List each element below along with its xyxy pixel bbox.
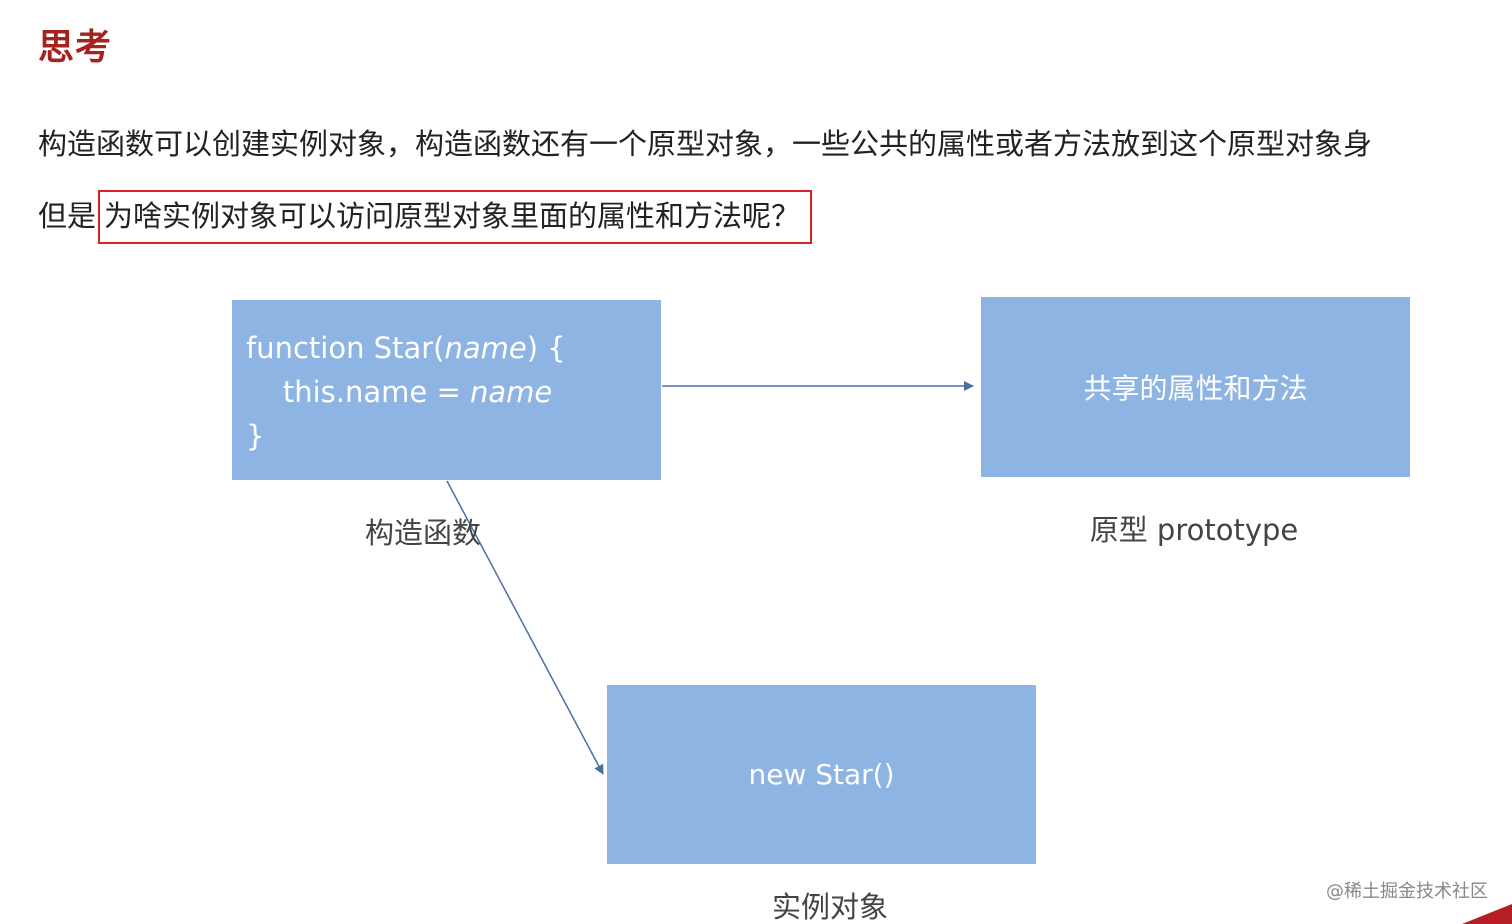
watermark: @稀土掘金技术社区 — [1326, 881, 1488, 902]
constructor-box: function Star(name) { this.name = name } — [232, 300, 661, 480]
instance-box: new Star() — [607, 685, 1036, 864]
paragraph-line-1: 构造函数可以创建实例对象，构造函数还有一个原型对象，一些公共的属性或者方法放到这… — [38, 127, 1373, 161]
prototype-box-label: 共享的属性和方法 — [1083, 372, 1308, 405]
page-title: 思考 — [38, 27, 113, 68]
paragraph-line-2-prefix: 但是 — [38, 199, 97, 233]
prototype-box: 共享的属性和方法 — [981, 297, 1410, 477]
prototype-caption: 原型 prototype — [1089, 513, 1299, 547]
paragraph-line-2: 但是为啥实例对象可以访问原型对象里面的属性和方法呢？ — [38, 190, 813, 244]
highlighted-question: 为啥实例对象可以访问原型对象里面的属性和方法呢？ — [98, 190, 813, 244]
instance-box-label: new Star() — [748, 758, 895, 791]
corner-decoration — [1462, 904, 1512, 924]
instance-caption: 实例对象 — [771, 890, 888, 924]
constructor-caption: 构造函数 — [364, 516, 481, 550]
constructor-code: function Star(name) { this.name = name } — [246, 331, 566, 453]
